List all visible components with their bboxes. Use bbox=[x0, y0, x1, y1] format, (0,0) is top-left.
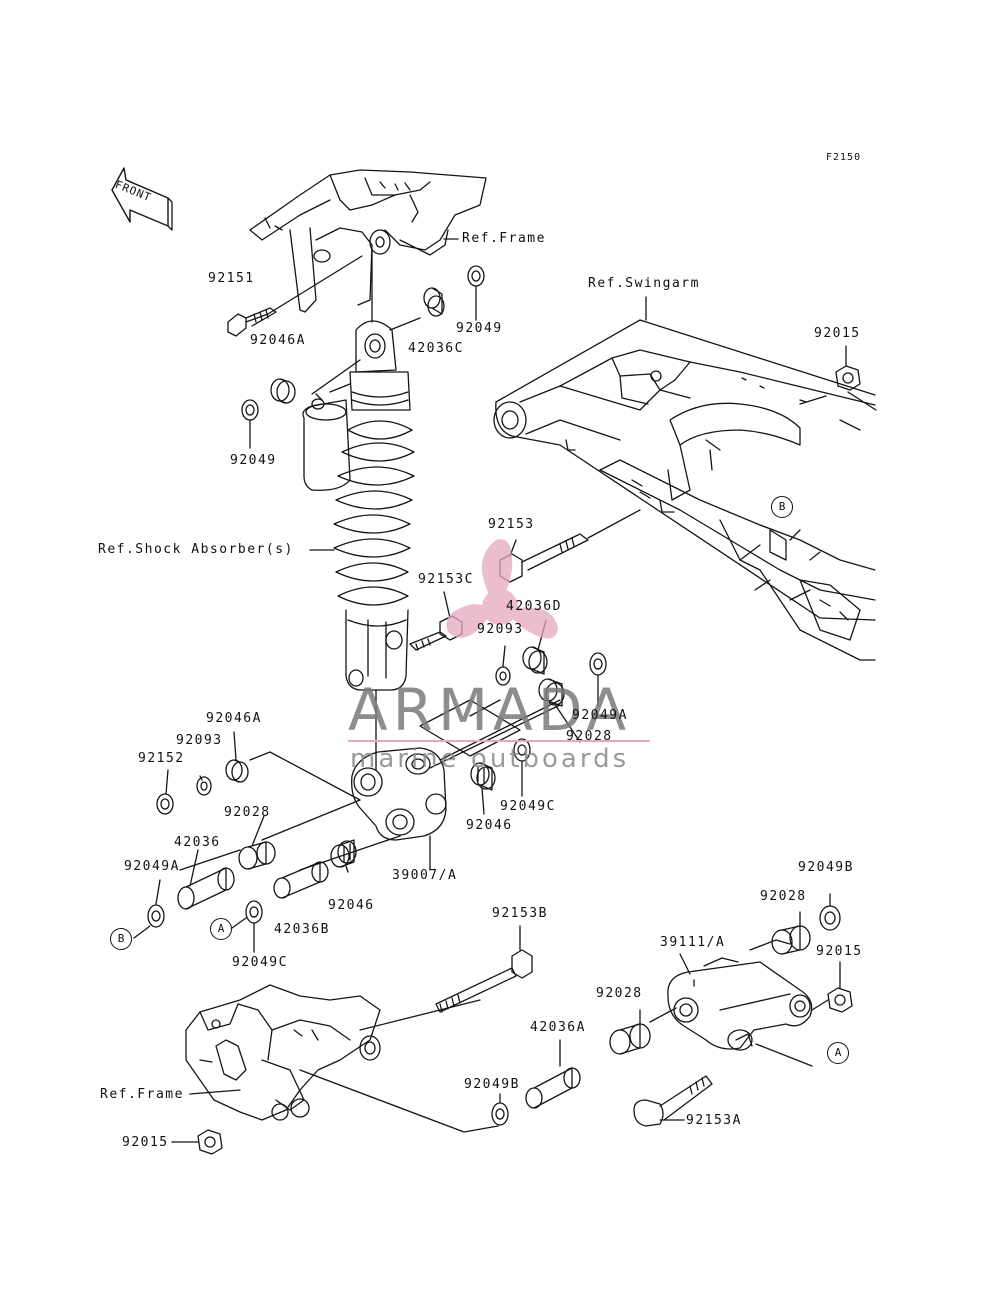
part-label: 92046 bbox=[466, 818, 513, 833]
part-label: 92049A bbox=[124, 859, 180, 874]
part-label: 92046A bbox=[250, 333, 306, 348]
part-label: 92153A bbox=[686, 1113, 742, 1128]
marker-a-right: A bbox=[827, 1042, 849, 1064]
collar-92028-right bbox=[772, 912, 810, 954]
marker-b-left: B bbox=[110, 928, 132, 950]
washer-92049-top bbox=[468, 266, 484, 320]
nut-92015-bottom bbox=[172, 1130, 222, 1154]
collar-92028-center bbox=[539, 679, 564, 706]
part-label: 92151 bbox=[208, 271, 255, 286]
part-label: 42036 bbox=[174, 835, 221, 850]
watermark-tagline: marine outboards bbox=[350, 744, 630, 774]
washer-92049B-lower bbox=[300, 1070, 508, 1132]
part-label: 92046 bbox=[328, 898, 375, 913]
bearing-92046-center bbox=[471, 763, 495, 790]
part-label: 42036C bbox=[408, 341, 464, 356]
upper-frame-bracket bbox=[250, 170, 486, 312]
part-label: 92093 bbox=[176, 733, 223, 748]
part-label: 92152 bbox=[138, 751, 185, 766]
ref-swingarm: Ref.Swingarm bbox=[588, 276, 700, 291]
washer-92049B-right bbox=[820, 894, 840, 930]
part-label: 39007/A bbox=[392, 868, 458, 883]
ref-frame-top: Ref.Frame bbox=[462, 231, 546, 246]
bolt-axis-line bbox=[246, 256, 362, 322]
collar-92028-lower bbox=[610, 1010, 650, 1054]
sleeve-42036B bbox=[274, 862, 328, 898]
part-label: 92046A bbox=[206, 711, 262, 726]
part-label: 92015 bbox=[814, 326, 861, 341]
bolt-92153B bbox=[436, 926, 532, 1012]
nut-92015-right bbox=[812, 962, 852, 1012]
part-label: 42036B bbox=[274, 922, 330, 937]
ref-frame-bottom: Ref.Frame bbox=[100, 1087, 184, 1102]
part-label: 92049B bbox=[464, 1077, 520, 1092]
shock-absorber bbox=[303, 321, 414, 770]
collar-92028-left bbox=[239, 842, 275, 869]
tie-rod-39111A bbox=[650, 940, 812, 1066]
part-label: 92049C bbox=[500, 799, 556, 814]
washer-92049-left bbox=[242, 400, 258, 448]
part-label: 92049 bbox=[456, 321, 503, 336]
watermark-brand: ARMADA bbox=[348, 676, 632, 744]
part-label: 92153 bbox=[488, 517, 535, 532]
bearing-92046-lower bbox=[331, 840, 356, 867]
bearing-92046A-left bbox=[226, 760, 248, 782]
washer-92049A-right bbox=[590, 653, 606, 706]
part-label: 92049 bbox=[230, 453, 277, 468]
washer-92049A-left bbox=[134, 905, 164, 938]
front-arrow-icon bbox=[112, 168, 172, 230]
nut-92015-swingarm bbox=[836, 346, 860, 390]
part-label: 92153B bbox=[492, 906, 548, 921]
washer-92093-left bbox=[197, 777, 211, 795]
part-label: 92028 bbox=[760, 889, 807, 904]
part-label: 92049A bbox=[572, 708, 628, 723]
part-label: 92015 bbox=[816, 944, 863, 959]
washer-92049C-center bbox=[514, 739, 530, 796]
part-label: 92153C bbox=[418, 572, 474, 587]
part-label: 92028 bbox=[596, 986, 643, 1001]
washer-92049C-lower bbox=[232, 901, 262, 952]
part-label: 92015 bbox=[122, 1135, 169, 1150]
sleeve-42036A bbox=[526, 1040, 580, 1108]
lower-frame bbox=[186, 985, 480, 1120]
bolt-92151 bbox=[228, 308, 276, 336]
ref-shock-absorber: Ref.Shock Absorber(s) bbox=[98, 542, 294, 557]
sleeve-42036 bbox=[178, 868, 234, 909]
diagram-code: F2150 bbox=[826, 152, 862, 163]
marker-b-swingarm: B bbox=[771, 496, 793, 518]
rocker-link-39007A bbox=[352, 748, 446, 870]
part-label: 92028 bbox=[566, 729, 613, 744]
collar-42036C bbox=[390, 288, 444, 330]
swingarm bbox=[494, 320, 876, 660]
bearing-92046A-top bbox=[271, 379, 295, 403]
part-label: 92049C bbox=[232, 955, 288, 970]
part-label: 42036A bbox=[530, 1020, 586, 1035]
bolt-92153A bbox=[634, 1076, 712, 1126]
part-label: 92093 bbox=[477, 622, 524, 637]
washer-92152 bbox=[157, 794, 173, 814]
part-label: 42036D bbox=[506, 599, 562, 614]
marker-a-left: A bbox=[210, 918, 232, 940]
washer-92093-center bbox=[496, 667, 510, 685]
part-label: 39111/A bbox=[660, 935, 726, 950]
part-label: 92028 bbox=[224, 805, 271, 820]
part-label: 92049B bbox=[798, 860, 854, 875]
